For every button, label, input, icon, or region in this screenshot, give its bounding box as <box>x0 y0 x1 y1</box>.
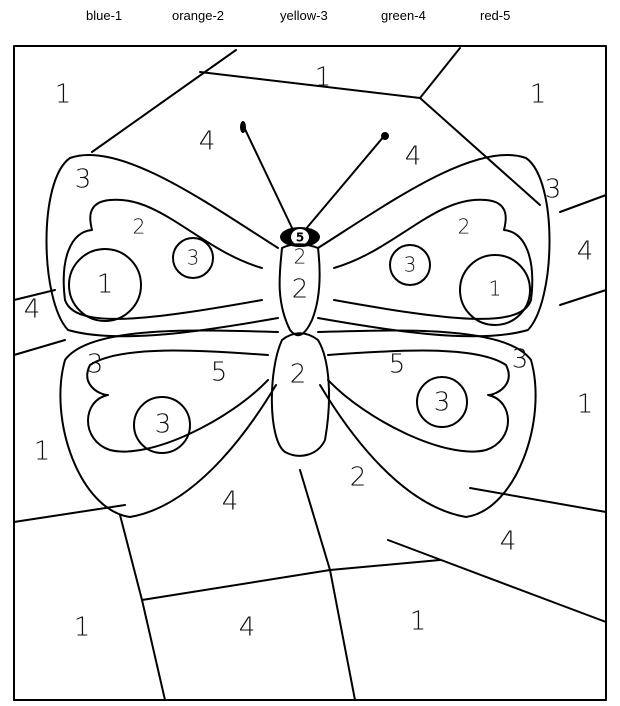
region-number: 4 <box>239 613 256 643</box>
region-number: 2 <box>133 215 146 239</box>
region-numbers: 1 1 1 4 4 3 3 2 2 3 3 1 1 4 4 2 2 2 1 3 … <box>24 63 594 643</box>
page-frame <box>13 45 607 701</box>
legend-item-orange: orange-2 <box>172 8 225 23</box>
region-number: 4 <box>500 527 517 557</box>
region-number: 3 <box>434 388 451 418</box>
region-number: 1 <box>530 80 547 110</box>
region-number: 4 <box>24 295 41 325</box>
region-number: 4 <box>222 487 239 517</box>
region-number: 5 <box>296 231 304 245</box>
region-number: 1 <box>97 270 114 300</box>
region-number: 3 <box>187 246 200 270</box>
legend-item-green: green-4 <box>381 8 426 23</box>
region-number: 1 <box>55 80 72 110</box>
region-number: 1 <box>74 613 91 643</box>
legend-item-blue: blue-1 <box>86 8 123 23</box>
legend-item-yellow: yellow-3 <box>280 8 328 23</box>
region-number: 2 <box>350 463 367 493</box>
region-number: 3 <box>545 175 562 205</box>
wing-spots <box>68 237 531 454</box>
region-number: 5 <box>211 358 228 388</box>
region-number: 3 <box>87 350 104 380</box>
region-number: 3 <box>75 165 92 195</box>
region-number: 3 <box>404 253 417 277</box>
region-number: 5 <box>389 350 406 380</box>
color-legend: blue-1 orange-2 yellow-3 green-4 red-5 <box>0 8 620 28</box>
region-number: 2 <box>294 245 307 269</box>
region-number: 3 <box>512 345 529 375</box>
region-number: 4 <box>405 142 422 172</box>
legend-item-red: red-5 <box>480 8 511 23</box>
region-number: 4 <box>577 237 594 267</box>
region-number: 3 <box>155 410 172 440</box>
region-number: 1 <box>489 277 502 301</box>
region-number: 1 <box>34 437 51 467</box>
region-number: 1 <box>577 390 594 420</box>
butterfly-body <box>240 121 389 457</box>
region-number: 4 <box>199 127 216 157</box>
region-number: 1 <box>410 607 427 637</box>
region-number: 2 <box>292 275 309 305</box>
region-number: 2 <box>458 215 471 239</box>
region-number: 2 <box>290 360 307 390</box>
region-number: 1 <box>315 63 332 93</box>
